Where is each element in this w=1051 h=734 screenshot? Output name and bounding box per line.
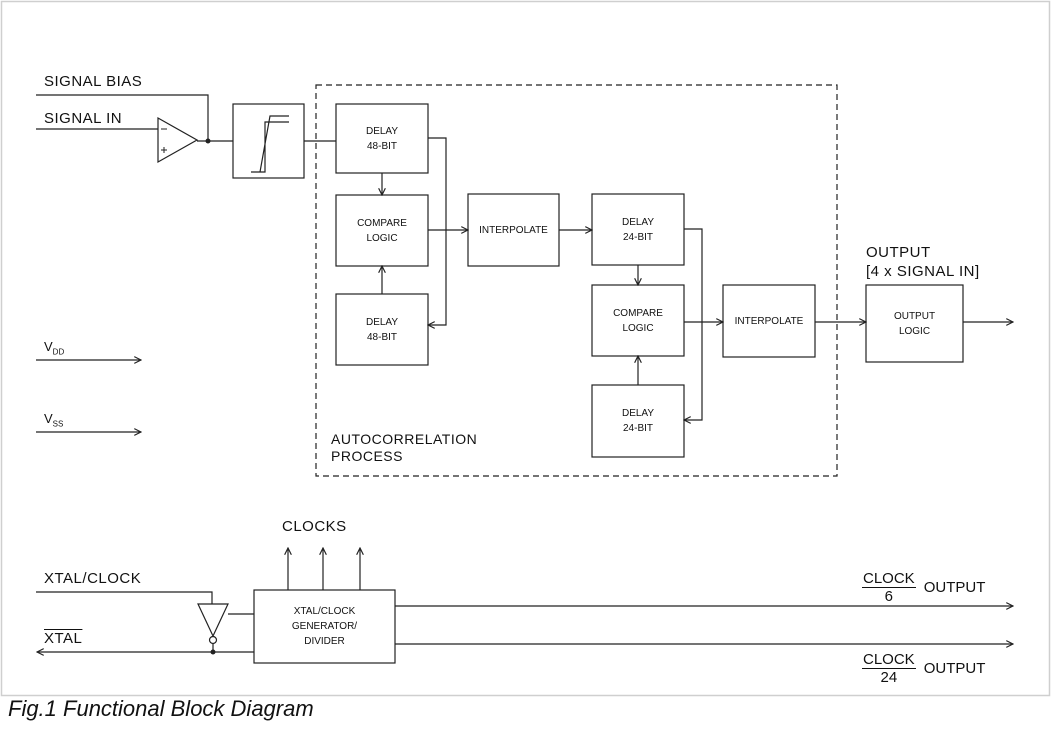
junction-dot [205, 138, 211, 144]
schmitt-trigger-block [232, 103, 305, 179]
figure-caption: Fig.1 Functional Block Diagram [8, 696, 314, 721]
delay48-feedback-line [428, 137, 447, 325]
signal-bias-line [36, 94, 209, 141]
output-label: OUTPUT[4 x SIGNAL IN] [866, 244, 980, 280]
clock-generator-block [253, 589, 396, 664]
clocks-label: CLOCKS [282, 518, 347, 535]
vss-label: VSS [44, 411, 64, 429]
signal-in-label: SIGNAL IN [44, 110, 123, 127]
interpolate-1-text: INTERPOLATE [479, 224, 548, 236]
xtal-label: XTAL [44, 630, 83, 647]
interpolate-2-text: INTERPOLATE [734, 315, 804, 327]
figure-border [0, 0, 1051, 697]
comparator-symbol [157, 116, 199, 164]
xtal-clock-line [36, 591, 213, 604]
clock-buffer-bubble [208, 635, 218, 645]
vdd-label: VDD [44, 339, 65, 357]
clock-buffer-symbol [197, 603, 229, 638]
schmitt-hysteresis-icon [251, 115, 289, 173]
xtal-junction-dot [210, 649, 216, 655]
signal-bias-label: SIGNAL BIAS [44, 73, 143, 90]
xtal-clock-label: XTAL/CLOCK [44, 570, 142, 587]
delay24-feedback-line [684, 228, 703, 420]
autocorrelation-region [315, 84, 838, 477]
